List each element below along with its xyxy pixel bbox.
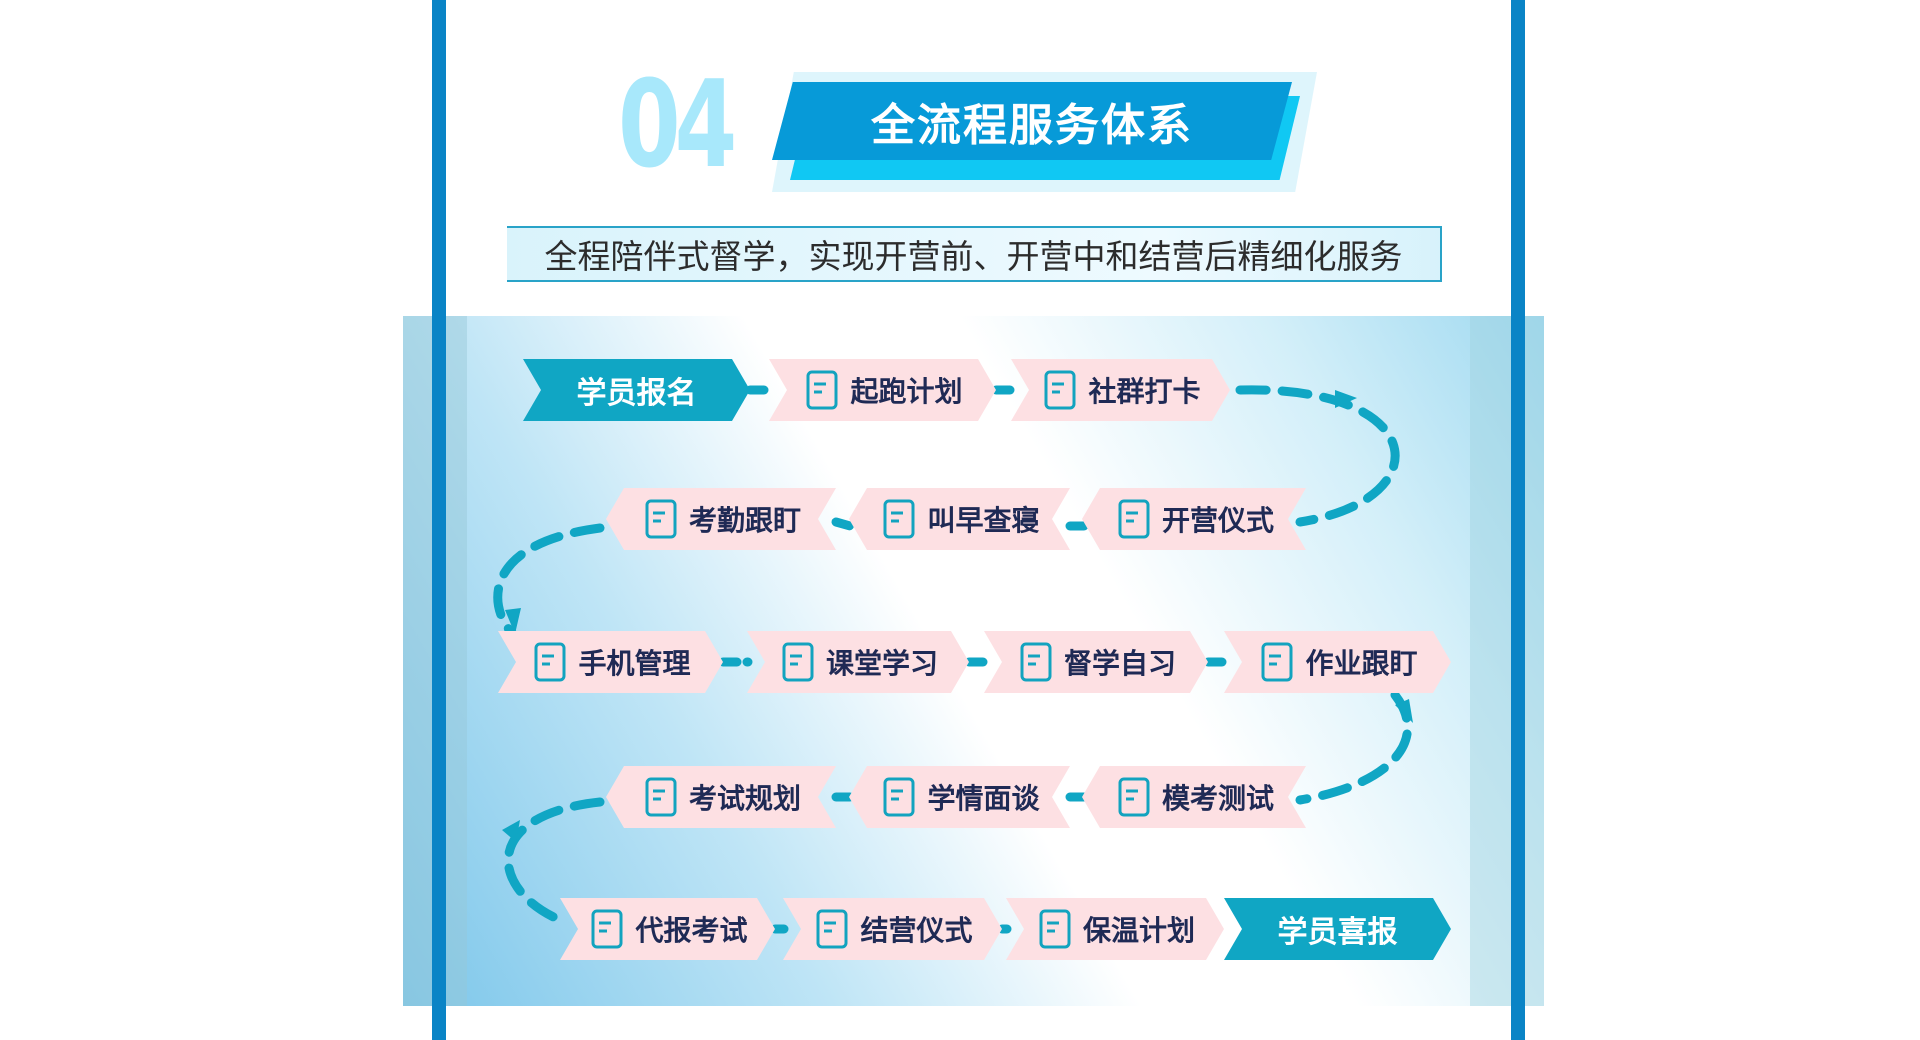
flow-step: 学员报名 (523, 359, 750, 421)
flow-step-label: 考勤跟盯 (688, 504, 801, 537)
flow-step-label: 起跑计划 (850, 375, 963, 408)
section-number: 04 (618, 56, 737, 195)
flow-step: 手机管理 (498, 631, 723, 693)
connector (831, 517, 855, 531)
flow-step: 考勤跟盯 (606, 488, 836, 550)
section-title: 全流程服务体系 (772, 82, 1292, 160)
flow-step: 考试规划 (606, 766, 836, 828)
flow-step-label: 模考测试 (1161, 782, 1274, 815)
flow-step: 课堂学习 (747, 631, 969, 693)
flow-step-label: 手机管理 (578, 647, 691, 680)
section-subtitle: 全程陪伴式督学，实现开营前、开营中和结营后精细化服务 (507, 226, 1442, 282)
flow-step-label: 学员喜报 (1277, 915, 1398, 950)
certificate-icon (812, 907, 852, 951)
flow-step: 模考测试 (1082, 766, 1306, 828)
alarm-clock-icon (879, 497, 919, 541)
question-card-icon (778, 640, 818, 684)
arrow-head-icon (505, 608, 521, 634)
flow-step-label: 作业跟盯 (1305, 647, 1418, 680)
flow-step-label: 开营仪式 (1161, 504, 1274, 537)
flow-step: 叫早查寝 (849, 488, 1070, 550)
connector-row4-row5 (503, 797, 605, 925)
flow-step: 起跑计划 (769, 359, 996, 421)
flow-step: 社群打卡 (1011, 359, 1230, 421)
flow-step: 结营仪式 (783, 898, 1002, 960)
flow-step-label: 学员报名 (576, 376, 697, 411)
flow-step: 学员喜报 (1224, 898, 1451, 960)
phone-icon (530, 640, 570, 684)
flow-step: 督学自习 (984, 631, 1208, 693)
right-border (1511, 0, 1525, 1040)
flow-step: 保温计划 (1006, 898, 1224, 960)
flow-step: 代报考试 (560, 898, 775, 960)
notebook-icon (641, 497, 681, 541)
book-icon (1035, 907, 1075, 951)
left-border (432, 0, 446, 1040)
score-100-monitor-icon (587, 907, 627, 951)
flow-step: 作业跟盯 (1224, 631, 1451, 693)
clipboard-icon (641, 775, 681, 819)
arrow-head-icon (1395, 699, 1413, 723)
panel-edge (1470, 316, 1544, 1006)
flow-step-label: 督学自习 (1063, 647, 1176, 680)
pencil-shield-icon (1114, 775, 1154, 819)
flow-step-label: 叫早查寝 (927, 504, 1040, 537)
flow-step: 学情面谈 (849, 766, 1070, 828)
connector-row3-row4 (1295, 690, 1412, 805)
document-icon (802, 368, 842, 412)
flow-step-label: 社群打卡 (1088, 375, 1201, 408)
flow-step-label: 代报考试 (635, 914, 748, 947)
connector-row1-row2 (1235, 385, 1400, 527)
group-people-icon (1114, 497, 1154, 541)
note-pen-icon (1016, 640, 1056, 684)
letter-a-card-icon (1040, 368, 1080, 412)
interview-icon (879, 775, 919, 819)
flow-step-label: 保温计划 (1082, 914, 1195, 947)
arrow-head-icon (1335, 390, 1357, 408)
flow-step-label: 课堂学习 (825, 647, 938, 680)
flow-step-label: 结营仪式 (860, 914, 973, 947)
connector-row2-row3 (493, 523, 605, 645)
note-pen-icon (1257, 640, 1297, 684)
arrow-head-icon (502, 820, 520, 842)
flow-step-label: 考试规划 (688, 782, 801, 815)
flow-step: 开营仪式 (1082, 488, 1306, 550)
flow-step-label: 学情面谈 (927, 782, 1040, 815)
